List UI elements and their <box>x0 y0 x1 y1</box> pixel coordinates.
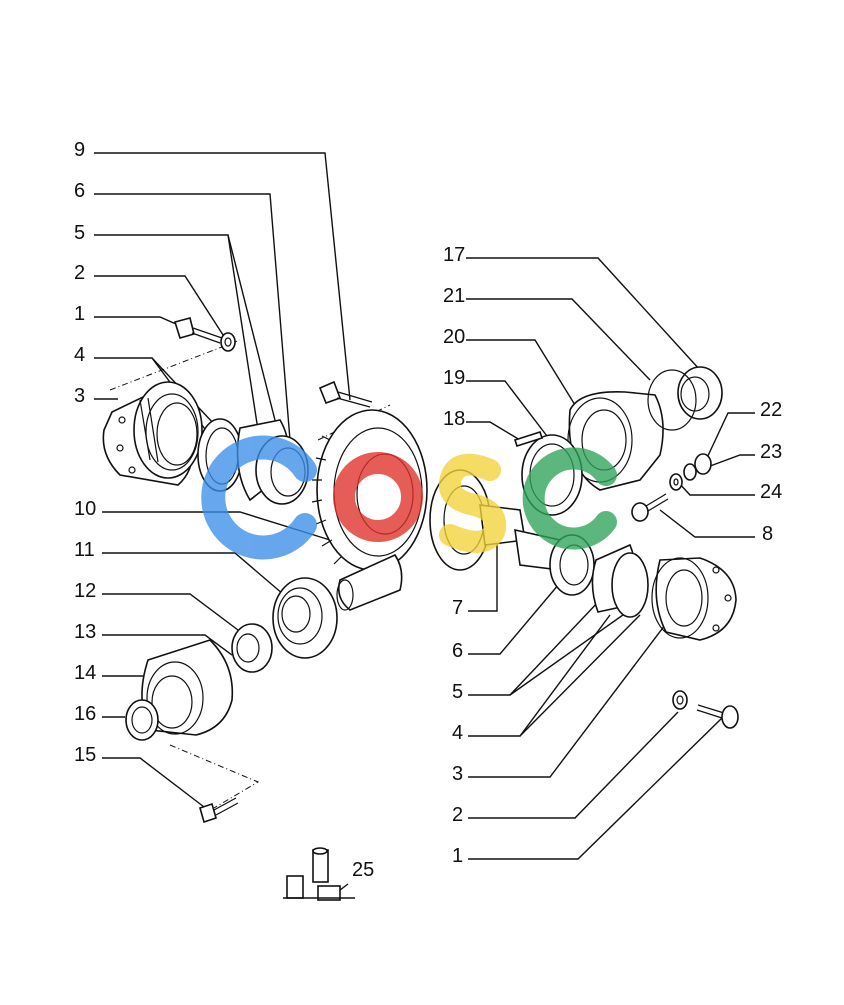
callout-4-right: 4 <box>452 722 463 744</box>
callout-16: 16 <box>74 703 96 725</box>
callout-7: 7 <box>452 597 463 619</box>
callout-22: 22 <box>760 399 782 421</box>
callout-13: 13 <box>74 621 96 643</box>
washer-2-left <box>220 332 236 352</box>
bolt-9 <box>318 380 373 408</box>
callout-1-left: 1 <box>74 303 85 325</box>
pinion-shaft <box>336 553 403 611</box>
right-small-callouts: 22 23 24 8 <box>760 399 782 545</box>
callout-11: 11 <box>74 539 95 561</box>
bearing-housing-3-right <box>651 557 737 641</box>
cover-14 <box>141 639 234 736</box>
callout-19: 19 <box>443 367 465 389</box>
callout-5-right: 5 <box>452 681 463 703</box>
bearing-17 <box>677 366 723 420</box>
callout-10: 10 <box>74 498 96 520</box>
kit-25-illustration: 25 <box>283 847 374 901</box>
bearing-11 <box>272 577 338 659</box>
shim-4-right <box>611 552 649 618</box>
seal-16 <box>125 699 159 741</box>
watermark-letter-g-red <box>333 452 423 542</box>
bearing-housing-3-left <box>102 381 203 486</box>
bolt-1-right <box>696 704 739 729</box>
callout-6-right: 6 <box>452 640 463 662</box>
kit-25-label: 25 <box>352 859 374 881</box>
left-callouts: 9 6 5 2 1 4 3 10 11 12 13 14 16 15 <box>74 139 96 766</box>
washer-2-right <box>672 690 688 710</box>
bolt-1-left <box>173 317 223 344</box>
watermark-letter-s-yellow <box>438 453 507 553</box>
callout-5-left: 5 <box>74 222 85 244</box>
callout-8: 8 <box>762 523 773 545</box>
watermark-letter-c-blue <box>201 435 317 560</box>
callout-12: 12 <box>74 580 96 602</box>
callout-20: 20 <box>443 326 465 348</box>
callout-18: 18 <box>443 408 465 430</box>
callout-2-right: 2 <box>452 804 463 826</box>
right-top-callouts: 17 21 20 19 18 <box>443 244 465 430</box>
washer-24 <box>669 473 683 491</box>
bolt-8 <box>631 493 669 522</box>
callout-3-right: 3 <box>452 763 463 785</box>
callout-23: 23 <box>760 441 782 463</box>
callout-4-left: 4 <box>74 344 85 366</box>
callout-1-right: 1 <box>452 845 463 867</box>
callout-21: 21 <box>443 285 465 307</box>
left-leader-lines <box>94 152 351 811</box>
pin-18 <box>513 430 544 448</box>
nut-12 <box>231 623 273 673</box>
callout-15: 15 <box>74 744 96 766</box>
callout-14: 14 <box>74 662 96 684</box>
bolt-15 <box>199 797 239 824</box>
snap-ring-21 <box>647 369 697 431</box>
callout-3-left: 3 <box>74 385 85 407</box>
cgsc-watermark-logo <box>201 435 617 560</box>
right-bottom-callouts: 7 6 5 4 3 2 1 <box>452 597 463 867</box>
callout-6-left: 6 <box>74 180 85 202</box>
washer-23 <box>683 463 697 481</box>
callout-17: 17 <box>443 244 465 266</box>
callout-24: 24 <box>760 481 782 503</box>
watermark-letter-c-green <box>522 447 617 550</box>
nut-22 <box>694 453 712 475</box>
callout-9: 9 <box>74 139 85 161</box>
callout-2-left: 2 <box>74 262 85 284</box>
